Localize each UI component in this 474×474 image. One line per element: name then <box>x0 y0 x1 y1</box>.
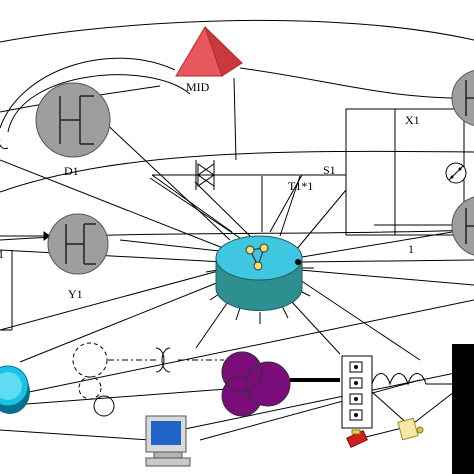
spoke-line <box>279 175 301 237</box>
generator-icon[interactable] <box>35 82 111 158</box>
storage-disc-icon[interactable] <box>0 365 30 414</box>
generator-icon[interactable] <box>451 70 474 126</box>
computer-line-2 <box>179 371 461 431</box>
terminal-icon <box>0 140 9 150</box>
generator-icon[interactable] <box>47 213 109 275</box>
black-block <box>452 344 474 474</box>
spoke-line <box>99 117 231 241</box>
inductor-icon <box>371 373 454 386</box>
key-icon[interactable] <box>397 417 424 441</box>
x1-switchgear-box[interactable] <box>302 108 465 236</box>
y1-label: Y1 <box>68 287 83 301</box>
router-icon[interactable] <box>205 235 314 324</box>
lamp-icon[interactable] <box>445 162 467 184</box>
left-one-label: 1 <box>0 247 4 261</box>
spoke-line <box>289 299 341 355</box>
s1-label: S1 <box>323 163 336 177</box>
transformer-icon[interactable] <box>221 351 291 417</box>
connector-lines <box>0 19 474 441</box>
spoke-line <box>119 239 229 253</box>
spoke-line <box>299 279 421 361</box>
spoke-line <box>149 177 241 239</box>
spoke-line <box>0 269 223 331</box>
spoke-line <box>19 279 225 363</box>
spoke-line <box>295 229 465 259</box>
spoke-line <box>295 189 347 251</box>
left-arc-line <box>0 57 176 129</box>
lower-left-line <box>0 429 151 441</box>
d1-arc-line <box>7 74 191 133</box>
t1-label: T1*1 <box>288 179 313 193</box>
dashed-circuit <box>72 342 224 417</box>
computer-line <box>199 379 421 441</box>
spoke-line <box>299 259 474 263</box>
mid-right-line <box>239 67 474 99</box>
generator-icon[interactable] <box>451 196 474 256</box>
computer-icon[interactable] <box>145 415 191 467</box>
lower-long-line <box>0 299 474 399</box>
d1-label: D1 <box>64 164 79 178</box>
spoke-line <box>0 159 229 251</box>
middle-arc-line <box>0 150 474 193</box>
one-label: 1 <box>408 242 414 256</box>
pyramid-icon[interactable] <box>175 25 243 77</box>
arrow-lines <box>0 231 51 241</box>
lower-mid-line <box>0 387 241 407</box>
breaker-panel-icon[interactable] <box>341 355 373 429</box>
spoke-line <box>194 181 251 237</box>
spoke-line <box>0 249 225 263</box>
mid-drop-line <box>233 77 237 161</box>
x1-label: X1 <box>405 113 420 127</box>
arrow-head-icon <box>43 231 51 241</box>
thyristor-icon <box>151 160 303 233</box>
key-icon[interactable] <box>346 429 368 448</box>
spoke-line <box>299 269 474 286</box>
spoke-line <box>195 295 233 349</box>
top-arc-line <box>0 19 474 43</box>
mid-label: MID <box>186 80 210 94</box>
